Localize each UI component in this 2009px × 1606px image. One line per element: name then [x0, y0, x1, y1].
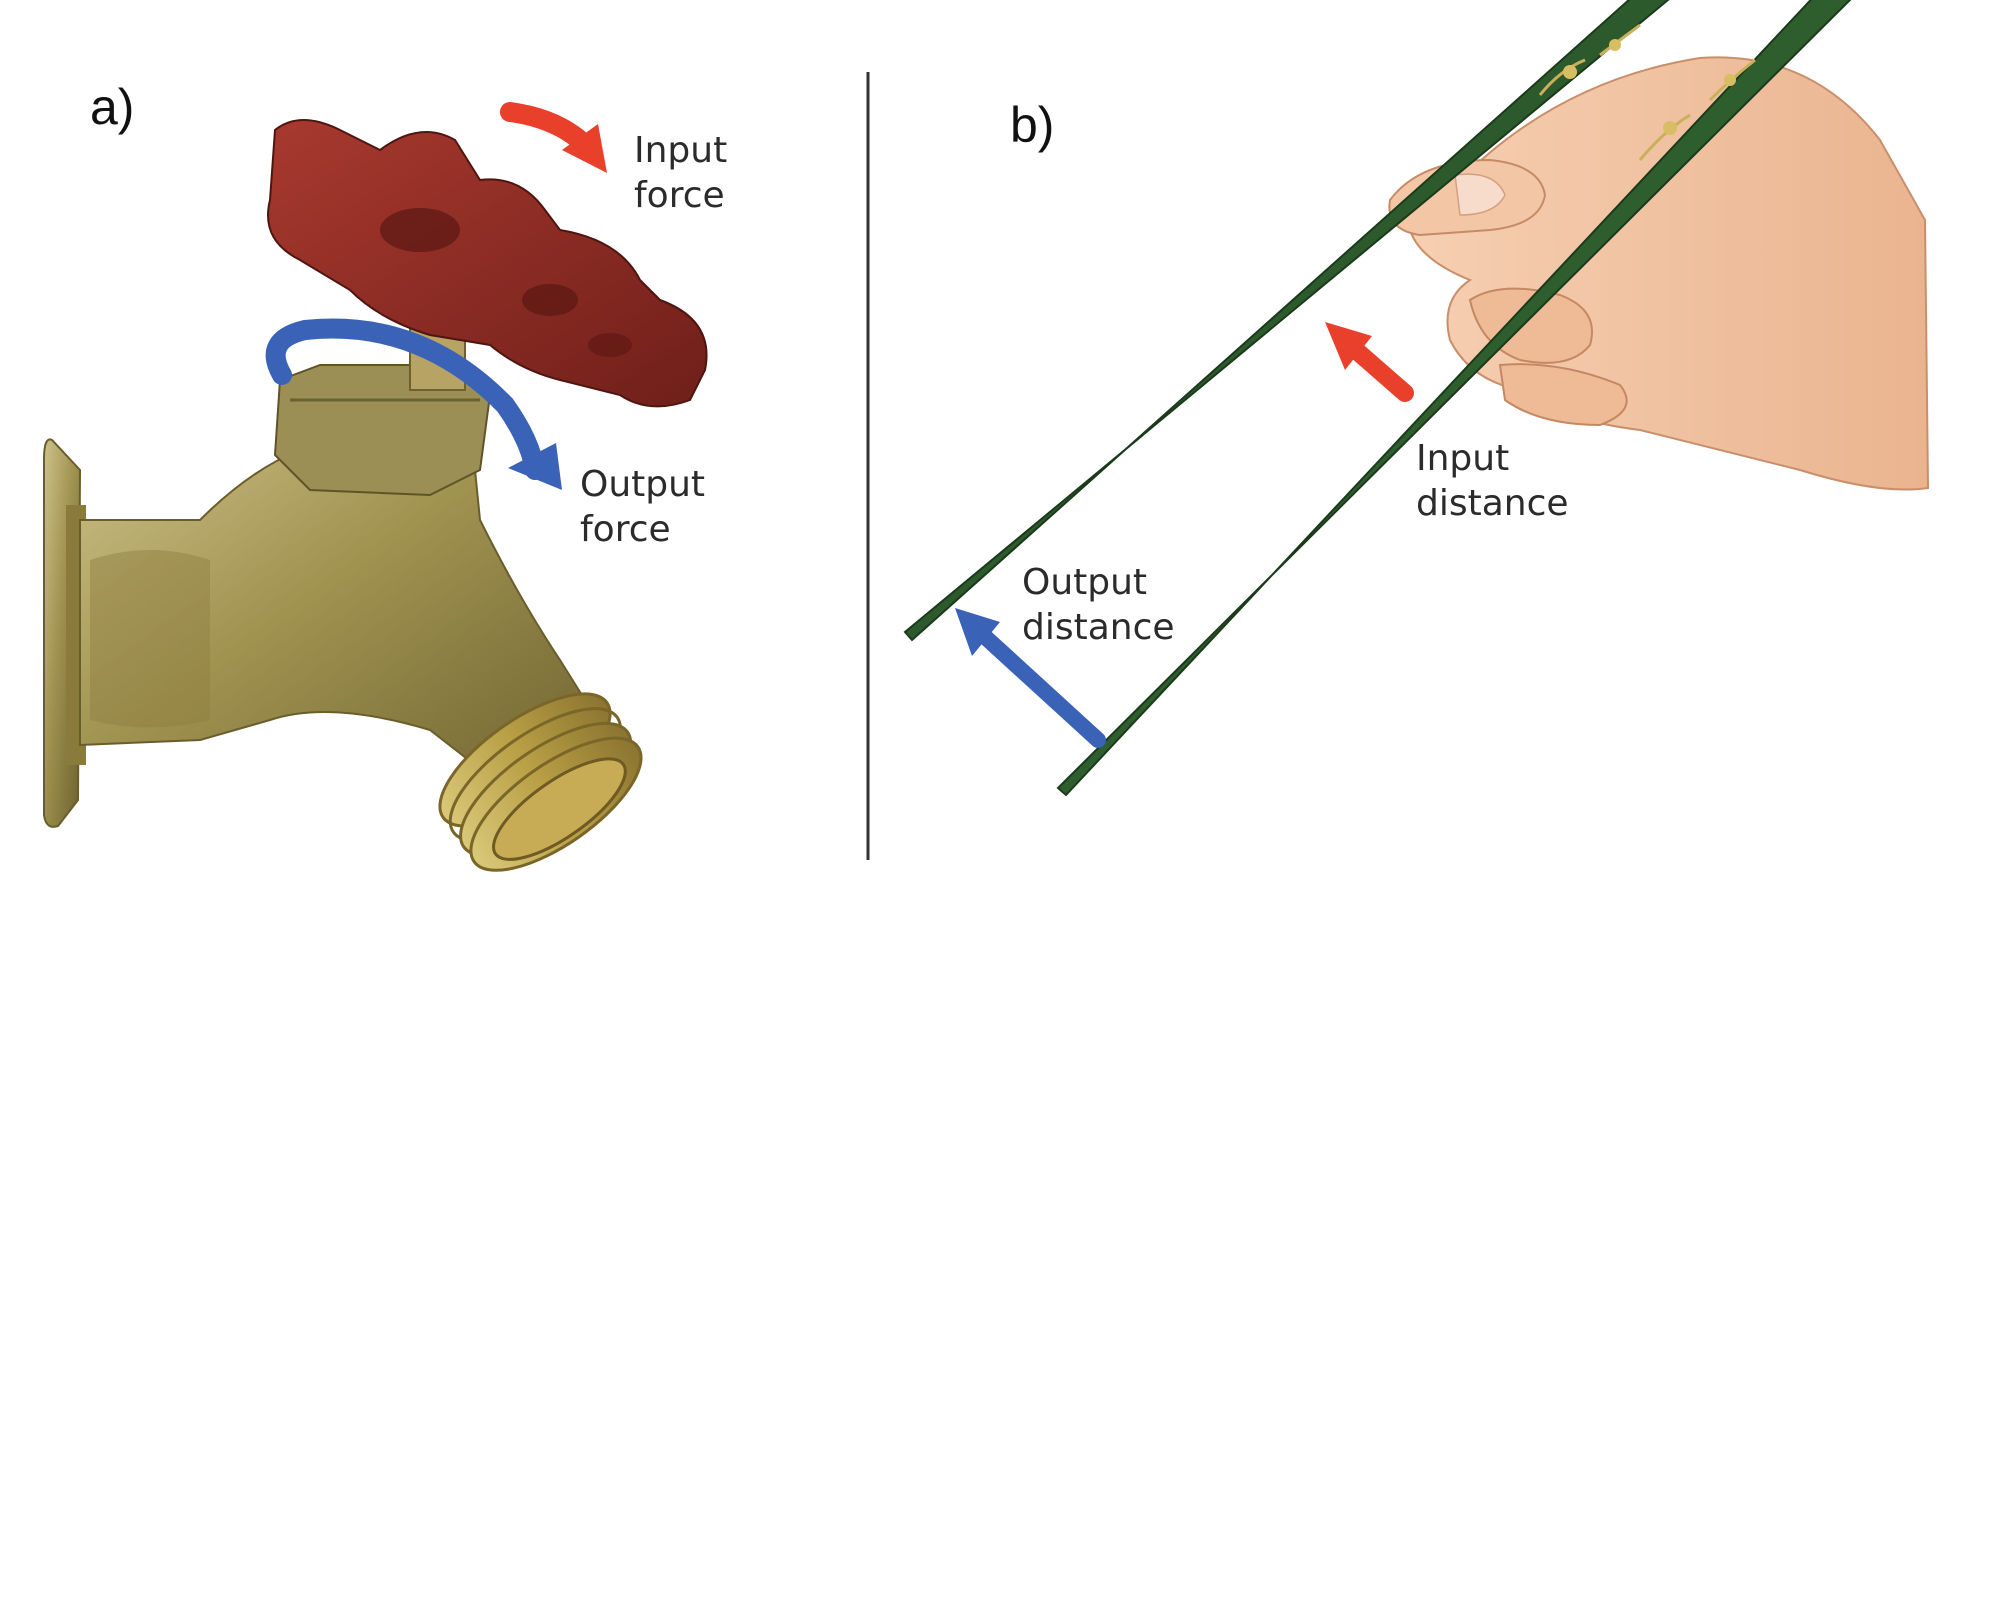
chopsticks-illustration [903, 0, 1852, 797]
input-force-arrow [500, 102, 592, 152]
output-distance-label-line2: distance [1022, 607, 1175, 648]
output-distance-arrowhead [955, 608, 1000, 656]
output-distance-arrow [974, 626, 1106, 748]
output-force-arrow [265, 318, 545, 480]
output-force-label-line1: Output [580, 464, 706, 505]
panel-label-a: a) [90, 79, 135, 135]
output-force-label: Output force [580, 462, 705, 552]
faucet-illustration [43, 119, 708, 872]
input-force-arrowhead [562, 124, 607, 173]
panel-label-b: b) [1010, 97, 1055, 153]
output-distance-label: Output distance [1022, 560, 1175, 650]
input-distance-label: Input distance [1416, 436, 1569, 526]
input-distance-label-line2: distance [1416, 483, 1569, 524]
input-distance-arrowhead [1325, 322, 1372, 370]
input-force-label-line1: Input [634, 130, 728, 171]
input-distance-arrow [1341, 336, 1414, 402]
input-force-label-line2: force [634, 175, 725, 216]
input-force-label: Input force [634, 128, 727, 218]
output-force-arrowhead [508, 443, 562, 490]
output-force-label-line2: force [580, 509, 671, 550]
hand-illustration [1388, 56, 1930, 491]
input-distance-label-line1: Input [1416, 438, 1510, 479]
output-distance-label-line1: Output [1022, 562, 1148, 603]
